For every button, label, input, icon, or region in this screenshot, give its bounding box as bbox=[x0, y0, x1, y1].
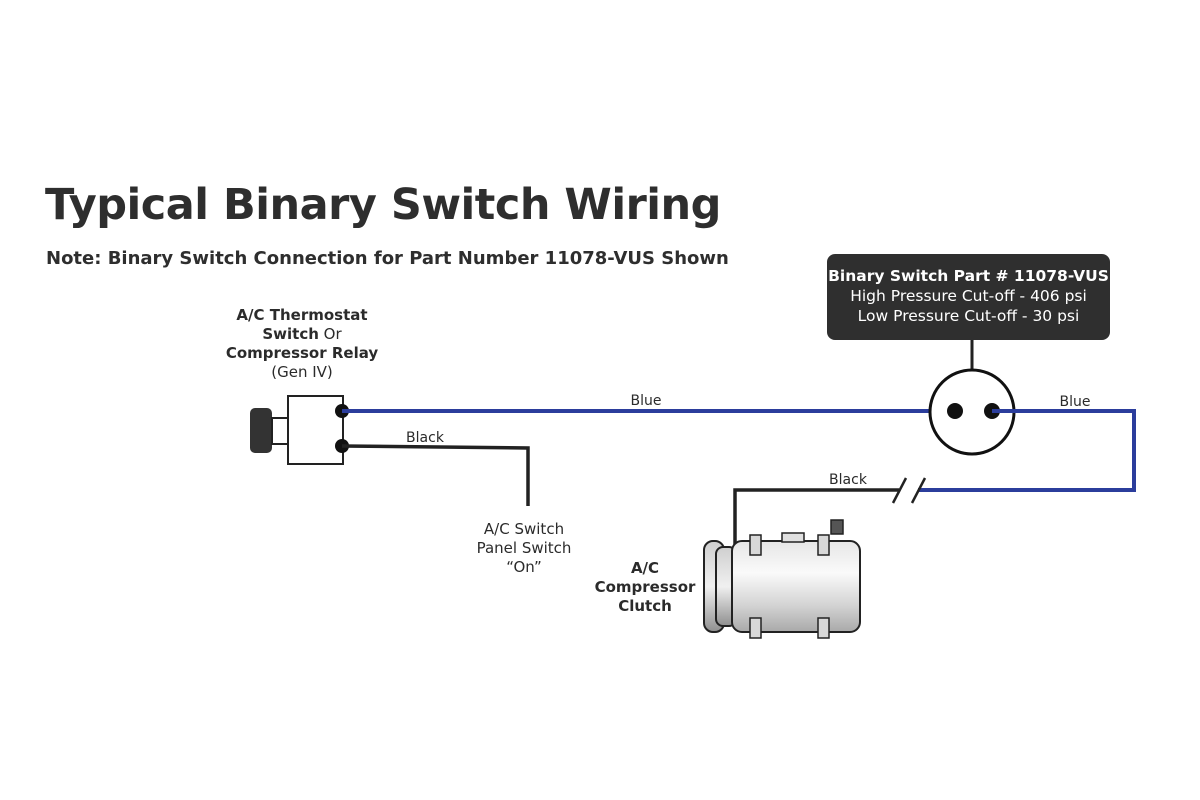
compressor-label: A/C Compressor Clutch bbox=[595, 559, 696, 615]
thermostat-label-line3: Compressor Relay bbox=[226, 344, 379, 362]
panel-switch-line1: A/C Switch bbox=[484, 520, 564, 538]
panel-switch-line3: “On” bbox=[506, 558, 542, 576]
binary-switch-info-high: High Pressure Cut-off - 406 psi bbox=[850, 287, 1087, 305]
compressor-bracket-top-right bbox=[817, 534, 830, 556]
thermostat-label-line1: A/C Thermostat bbox=[236, 306, 367, 324]
compressor bbox=[703, 519, 861, 639]
black-wire-panel bbox=[341, 444, 530, 506]
thermostat-knob bbox=[250, 408, 272, 453]
thermostat-label-line4: (Gen IV) bbox=[271, 363, 333, 381]
blue-wire-right bbox=[918, 409, 1136, 492]
diagram-title: Typical Binary Switch Wiring bbox=[45, 180, 721, 230]
thermostat-label: A/C Thermostat Switch Or Compressor Rela… bbox=[226, 306, 379, 381]
thermostat-shaft bbox=[271, 417, 289, 445]
diagram-note: Note: Binary Switch Connection for Part … bbox=[46, 248, 729, 269]
binary-switch-info-box: Binary Switch Part # 11078-VUS High Pres… bbox=[827, 254, 1110, 340]
compressor-label-line2: Compressor bbox=[595, 578, 696, 596]
thermostat-label-line2: Switch Or bbox=[262, 325, 342, 343]
panel-switch-label: A/C Switch Panel Switch “On” bbox=[477, 520, 572, 576]
black-wire-panel-label: Black bbox=[406, 430, 445, 446]
binary-switch-info-title: Binary Switch Part # 11078-VUS bbox=[828, 267, 1109, 285]
binary-switch bbox=[928, 368, 1016, 456]
compressor-bracket-bottom-right bbox=[817, 617, 830, 639]
binary-switch-info-low: Low Pressure Cut-off - 30 psi bbox=[857, 307, 1080, 325]
black-wire-compressor-label: Black bbox=[829, 472, 868, 488]
blue-wire-right-label: Blue bbox=[1060, 394, 1091, 410]
compressor-label-line1: A/C bbox=[631, 559, 659, 577]
binary-switch-terminal-left bbox=[947, 403, 963, 419]
compressor-bracket-top-left bbox=[749, 534, 762, 556]
splice-mark-right bbox=[910, 477, 927, 504]
black-wire-compressor bbox=[733, 488, 899, 545]
thermostat-switch bbox=[250, 395, 349, 465]
blue-wire-main-label: Blue bbox=[631, 393, 662, 409]
compressor-label-line3: Clutch bbox=[618, 597, 672, 615]
compressor-valve bbox=[830, 519, 844, 535]
thermostat-label-line2-bold: Switch bbox=[262, 325, 319, 343]
thermostat-label-line2-rest: Or bbox=[319, 325, 343, 343]
splice-mark-left bbox=[891, 477, 908, 504]
panel-switch-line2: Panel Switch bbox=[477, 539, 572, 557]
thermostat-body bbox=[287, 395, 344, 465]
compressor-bracket-bottom-left bbox=[749, 617, 762, 639]
compressor-port bbox=[781, 532, 805, 543]
